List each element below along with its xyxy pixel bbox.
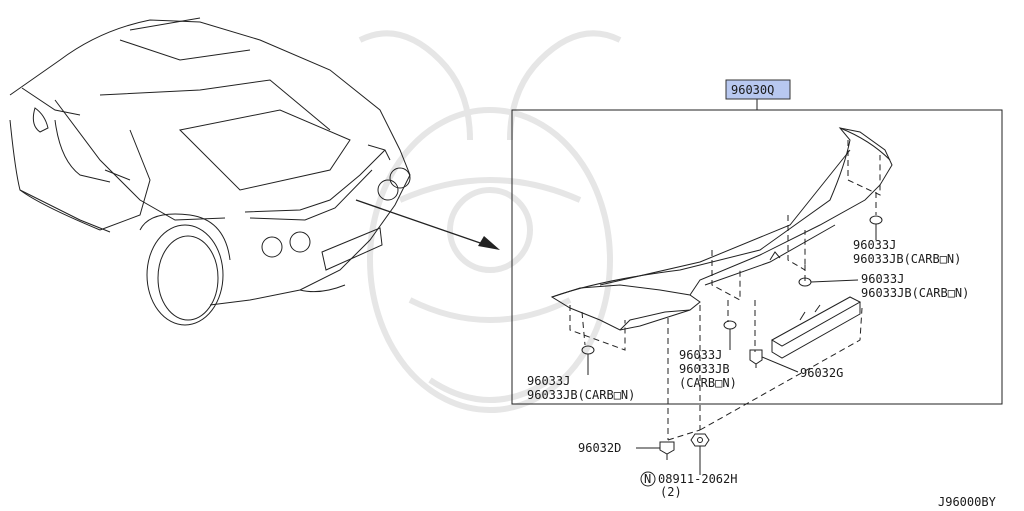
callout-grommet-left-line2[interactable]: 96033JB(CARB□N): [527, 388, 635, 402]
rear-spoiler: [550, 127, 893, 331]
callout-nut-qty: (2): [660, 485, 682, 499]
leader-lines: [587, 224, 877, 475]
callout-grommet-right-upper-line1[interactable]: 96033J: [853, 238, 896, 252]
callout-grommet-right-upper-line2[interactable]: 96033JB(CARB□N): [853, 252, 961, 266]
callout-grommet-center-line2[interactable]: 96033JB: [679, 362, 730, 376]
callout-grommet-center-line1[interactable]: 96033J: [679, 348, 722, 362]
part-number-main[interactable]: 96030Q: [731, 83, 774, 97]
nut-prefix: N: [644, 472, 651, 486]
watermark-emblem: [358, 30, 622, 413]
bolt-icon: [659, 441, 675, 460]
callout-clip[interactable]: 96032G: [800, 366, 843, 380]
callout-nut[interactable]: 08911-2062H: [658, 472, 737, 486]
callout-grommet-center-line3[interactable]: (CARB□N): [679, 376, 737, 390]
grommet-icons: [581, 215, 883, 355]
nut-prefix-circle: [640, 471, 656, 487]
callout-bolt[interactable]: 96032D: [578, 441, 621, 455]
car-rear-illustration: [9, 17, 411, 326]
brake-light-strip: [770, 296, 862, 359]
callout-grommet-left-line1[interactable]: 96033J: [527, 374, 570, 388]
diagram-id: J96000BY: [938, 495, 997, 509]
callout-grommet-right-lower-line2[interactable]: 96033JB(CARB□N): [861, 286, 969, 300]
nut-icon: [690, 433, 710, 447]
assembly-guides: [569, 140, 881, 441]
callout-grommet-right-lower-line1[interactable]: 96033J: [861, 272, 904, 286]
part-number-highlight[interactable]: [725, 79, 791, 100]
clip-icon: [749, 349, 763, 368]
direction-arrow: [355, 199, 500, 250]
